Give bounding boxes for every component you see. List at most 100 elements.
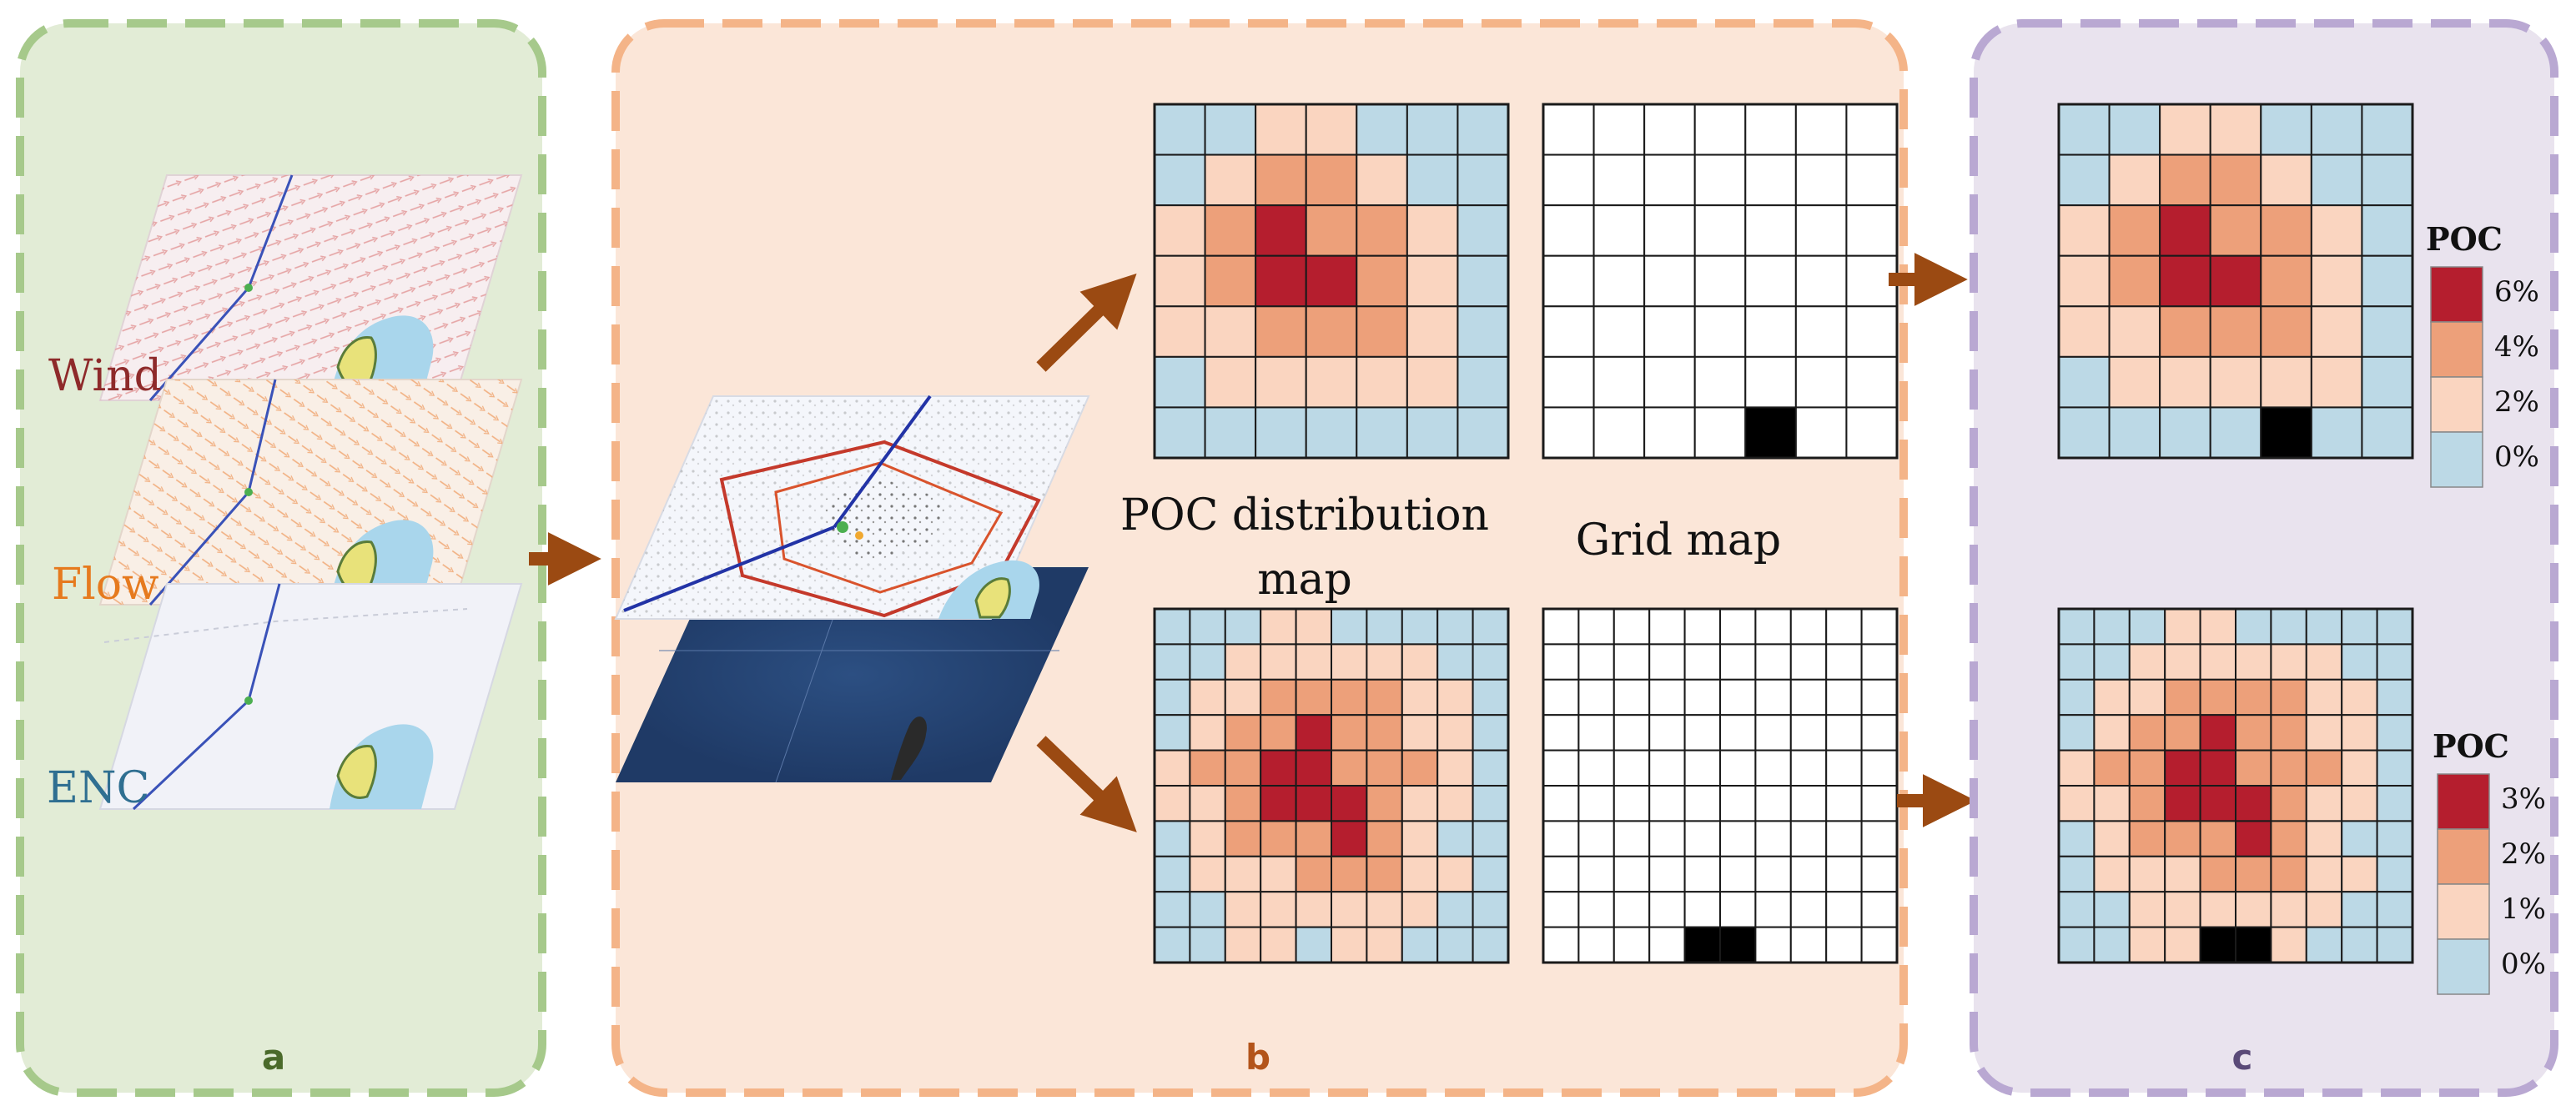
- grid-cell: [1860, 785, 1899, 822]
- grid-cell: [1845, 305, 1898, 358]
- grid-cell: [2164, 855, 2201, 893]
- grid-cell: [1356, 406, 1408, 459]
- grid-cell: [2093, 820, 2131, 857]
- grid-cell: [1860, 608, 1899, 646]
- grid-cell: [1648, 678, 1686, 716]
- grid-cell: [1295, 820, 1332, 857]
- grid-cell: [1648, 608, 1686, 646]
- grid-cell: [2341, 749, 2378, 787]
- grid-cell: [1719, 855, 1757, 893]
- fine-poc-grid: [1153, 607, 1510, 964]
- grid-cell: [1406, 406, 1459, 459]
- grid-cell: [2199, 855, 2237, 893]
- grid-cell: [1719, 608, 1757, 646]
- grid-cell: [2235, 855, 2272, 893]
- grid-cell: [1204, 406, 1257, 459]
- grid-cell: [2093, 926, 2131, 963]
- grid-cell: [1260, 820, 1297, 857]
- grid-cell: [1825, 785, 1863, 822]
- grid-cell: [1255, 355, 1307, 409]
- grid-cell: [1154, 820, 1191, 857]
- grid-cell: [1356, 204, 1408, 257]
- grid-cell: [2108, 103, 2161, 156]
- grid-cell: [1754, 926, 1792, 963]
- grid-cell: [2199, 643, 2237, 681]
- grid-cell: [1794, 305, 1848, 358]
- grid-cell: [1577, 643, 1615, 681]
- grid-cell: [2341, 714, 2378, 752]
- grid-cell: [1845, 153, 1898, 207]
- grid-cell: [1189, 785, 1226, 822]
- grid-cell: [1577, 820, 1615, 857]
- grid-cell: [1295, 785, 1332, 822]
- grid-cell: [1719, 891, 1757, 928]
- grid-cell: [2305, 643, 2343, 681]
- grid-cell: [1189, 608, 1226, 646]
- grid-cell: [1613, 785, 1651, 822]
- grid-cell: [1542, 406, 1595, 459]
- grid-cell: [1613, 749, 1651, 787]
- grid-cell: [1224, 855, 1262, 893]
- grid-cell: [1542, 714, 1580, 752]
- grid-cell: [1719, 820, 1757, 857]
- grid-cell: [1457, 406, 1510, 459]
- grid-cell: [1744, 305, 1797, 358]
- grid-cell: [2108, 254, 2161, 308]
- grid-cell: [1592, 305, 1646, 358]
- grid-cell: [1613, 855, 1651, 893]
- grid-cell: [1305, 254, 1358, 308]
- grid-cell: [1693, 305, 1747, 358]
- grid-cell: [2128, 926, 2166, 963]
- grid-cell: [1693, 153, 1747, 207]
- grid-cell: [1693, 355, 1747, 409]
- grid-cell: [1154, 891, 1191, 928]
- grid-cell: [1366, 608, 1403, 646]
- grid-cell: [2341, 926, 2378, 963]
- grid-cell: [2270, 855, 2307, 893]
- grid-cell: [1366, 714, 1403, 752]
- grid-cell: [2209, 254, 2262, 308]
- grid-cell: [1693, 204, 1747, 257]
- grid-cell: [2199, 891, 2237, 928]
- grid-cell: [1366, 749, 1403, 787]
- grid-cell: [1224, 608, 1262, 646]
- grid-cell: [1592, 406, 1646, 459]
- grid-cell: [1204, 153, 1257, 207]
- grid-cell: [1436, 785, 1474, 822]
- grid-cell: [2164, 678, 2201, 716]
- grid-cell: [1683, 678, 1721, 716]
- legend-swatch: [2430, 376, 2483, 433]
- grid-cell: [2058, 153, 2111, 207]
- grid-cell: [1643, 103, 1696, 156]
- grid-cell: [2310, 204, 2363, 257]
- grid-cell: [2305, 785, 2343, 822]
- grid-cell: [2376, 749, 2414, 787]
- grid-cell: [2270, 714, 2307, 752]
- grid-cell: [2159, 204, 2211, 257]
- grid-cell: [1472, 714, 1509, 752]
- grid-cell: [1401, 678, 1439, 716]
- grid-cell: [1860, 678, 1899, 716]
- grid-cell: [1189, 714, 1226, 752]
- grid-cell: [1825, 891, 1863, 928]
- grid-cell: [2376, 608, 2414, 646]
- grid-cell: [1255, 254, 1307, 308]
- grid-cell: [2270, 926, 2307, 963]
- layer-label-flow: Flow: [52, 560, 159, 610]
- grid-cell: [1457, 254, 1510, 308]
- grid-cell: [1224, 820, 1262, 857]
- grid-cell: [1825, 820, 1863, 857]
- grid-cell: [1577, 926, 1615, 963]
- grid-cell: [1154, 305, 1206, 358]
- grid-cell: [1331, 855, 1368, 893]
- grid-cell: [1260, 891, 1297, 928]
- grid-cell: [2128, 855, 2166, 893]
- grid-cell: [1472, 891, 1509, 928]
- grid-cell: [2376, 643, 2414, 681]
- grid-cell: [1683, 820, 1721, 857]
- grid-cell: [1154, 153, 1206, 207]
- grid-cell: [2305, 820, 2343, 857]
- grid-cell: [1436, 643, 1474, 681]
- grid-cell: [2361, 254, 2413, 308]
- grid-cell: [2376, 678, 2414, 716]
